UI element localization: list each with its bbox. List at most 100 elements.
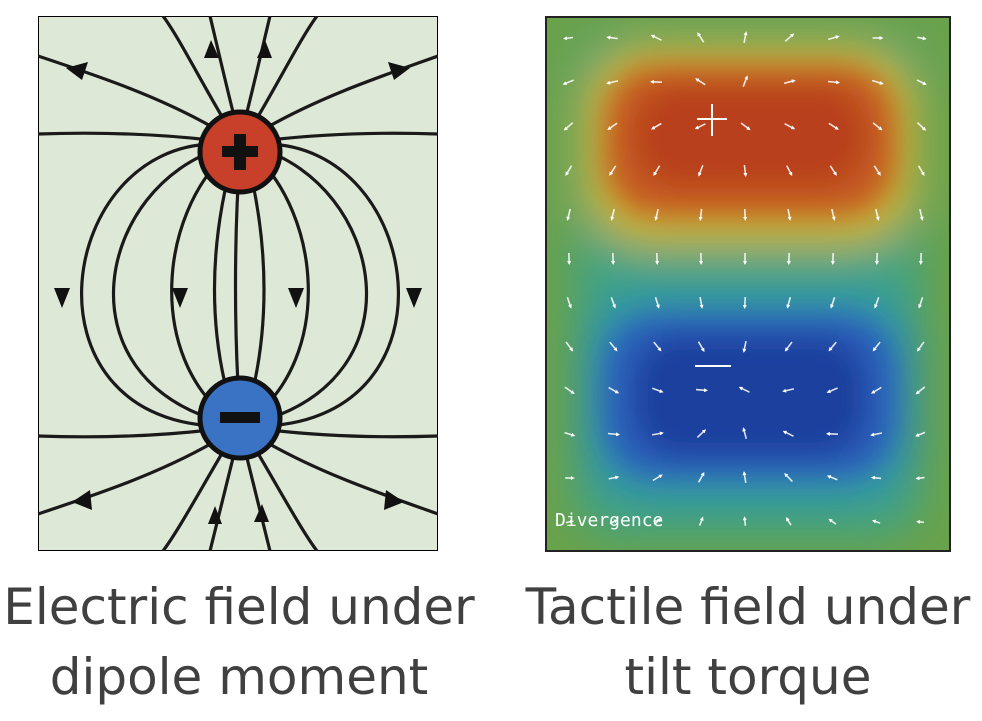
field-arrow bbox=[406, 288, 422, 308]
vector-arrow bbox=[871, 79, 884, 85]
vector-arrow bbox=[785, 165, 793, 177]
field-arrow bbox=[54, 288, 70, 308]
vector-arrow bbox=[742, 427, 748, 440]
vector-arrow bbox=[650, 122, 662, 130]
field-line bbox=[257, 146, 369, 424]
field-line bbox=[250, 150, 310, 420]
field-line bbox=[254, 449, 319, 551]
vector-arrow bbox=[915, 386, 926, 395]
vector-arrow bbox=[698, 165, 704, 177]
tactile-field-svg: Divergence bbox=[545, 16, 951, 552]
vector-arrow bbox=[874, 297, 880, 309]
divergence-label: Divergence bbox=[555, 510, 663, 531]
field-line bbox=[244, 16, 272, 117]
vector-arrow bbox=[698, 208, 703, 221]
vector-arrow bbox=[875, 208, 880, 221]
vector-arrow bbox=[738, 386, 750, 393]
vector-arrow bbox=[784, 33, 795, 42]
vector-arrow bbox=[916, 79, 927, 85]
vector-arrow bbox=[742, 296, 747, 309]
vector-arrow bbox=[828, 341, 837, 352]
vector-arrow bbox=[566, 297, 572, 309]
field-lines bbox=[38, 16, 438, 551]
vector-arrow bbox=[787, 208, 792, 221]
vector-arrow bbox=[742, 471, 747, 484]
vector-arrow bbox=[784, 472, 793, 483]
vector-arrow bbox=[653, 517, 662, 526]
field-line bbox=[208, 16, 236, 117]
vector-arrow bbox=[609, 519, 618, 525]
left-caption: Electric field under dipole moment bbox=[0, 572, 478, 712]
vector-arrow bbox=[609, 341, 618, 352]
vector-arrow bbox=[696, 429, 707, 438]
left-caption-line1: Electric field under bbox=[3, 578, 475, 636]
field-arrow bbox=[172, 288, 188, 308]
vector-arrow bbox=[653, 165, 661, 177]
right-caption: Tactile field under tilt torque bbox=[514, 572, 982, 712]
vector-arrow bbox=[872, 341, 881, 352]
vector-arrow bbox=[563, 36, 574, 41]
field-arrow bbox=[388, 62, 410, 80]
vector-arrow bbox=[652, 474, 663, 482]
vector-arrow bbox=[828, 518, 837, 525]
vector-arrow bbox=[784, 122, 796, 130]
field-arrow bbox=[384, 490, 404, 510]
vector-arrow bbox=[827, 35, 840, 41]
vector-arrow bbox=[607, 432, 620, 437]
vector-arrow bbox=[562, 79, 574, 85]
vector-arrow bbox=[917, 165, 925, 177]
vector-arrow bbox=[651, 431, 664, 436]
vector-arrow bbox=[742, 516, 747, 526]
vector-arrow bbox=[827, 80, 840, 85]
vector-arrow bbox=[786, 296, 792, 309]
vector-arrow bbox=[652, 387, 664, 393]
positive-charge bbox=[197, 109, 283, 195]
vector-arrow bbox=[609, 165, 617, 176]
field-line bbox=[254, 16, 319, 121]
vector-arrow bbox=[829, 165, 837, 176]
negative-charge bbox=[197, 375, 283, 461]
vector-arrow bbox=[654, 296, 660, 309]
vector-arrow bbox=[915, 476, 925, 481]
vector-arrow bbox=[610, 208, 615, 221]
field-line bbox=[80, 142, 215, 428]
vector-arrow bbox=[650, 34, 662, 41]
vector-arrow bbox=[698, 516, 704, 526]
vector-arrow bbox=[740, 122, 751, 131]
field-line bbox=[208, 453, 236, 551]
vector-arrow bbox=[828, 122, 839, 130]
field-line bbox=[161, 449, 226, 551]
heatmap-border bbox=[545, 16, 951, 552]
vector-arrow bbox=[565, 341, 574, 352]
vector-arrow bbox=[919, 208, 924, 221]
field-arrow bbox=[254, 504, 269, 522]
field-line bbox=[244, 453, 272, 551]
vector-arrow bbox=[563, 122, 574, 131]
vector-arrow bbox=[743, 31, 748, 44]
vector-arrow bbox=[608, 475, 620, 480]
field-line bbox=[38, 54, 215, 130]
vector-arrow bbox=[699, 296, 704, 309]
field-arrow bbox=[257, 40, 272, 58]
vector-arrow bbox=[870, 475, 882, 480]
vector-arrow bbox=[695, 78, 706, 86]
vector-arrow bbox=[742, 340, 747, 353]
field-line bbox=[38, 428, 211, 439]
field-line bbox=[161, 16, 226, 121]
vector-arrow bbox=[695, 388, 708, 393]
vector-arrow bbox=[653, 341, 662, 352]
vector-arrow bbox=[564, 431, 576, 437]
field-line bbox=[265, 440, 438, 516]
vector-arrow bbox=[918, 297, 924, 309]
vector-arrow bbox=[873, 165, 881, 176]
field-line bbox=[38, 131, 211, 142]
vector-arrow bbox=[565, 165, 573, 177]
vector-arrow bbox=[743, 164, 748, 177]
electric-field-background bbox=[37, 15, 439, 552]
field-line bbox=[265, 54, 438, 130]
vector-arrow bbox=[916, 341, 925, 352]
vector-arrow bbox=[697, 471, 705, 483]
field-line bbox=[38, 440, 215, 516]
field-arrows bbox=[54, 40, 422, 524]
vector-arrow bbox=[697, 341, 705, 353]
